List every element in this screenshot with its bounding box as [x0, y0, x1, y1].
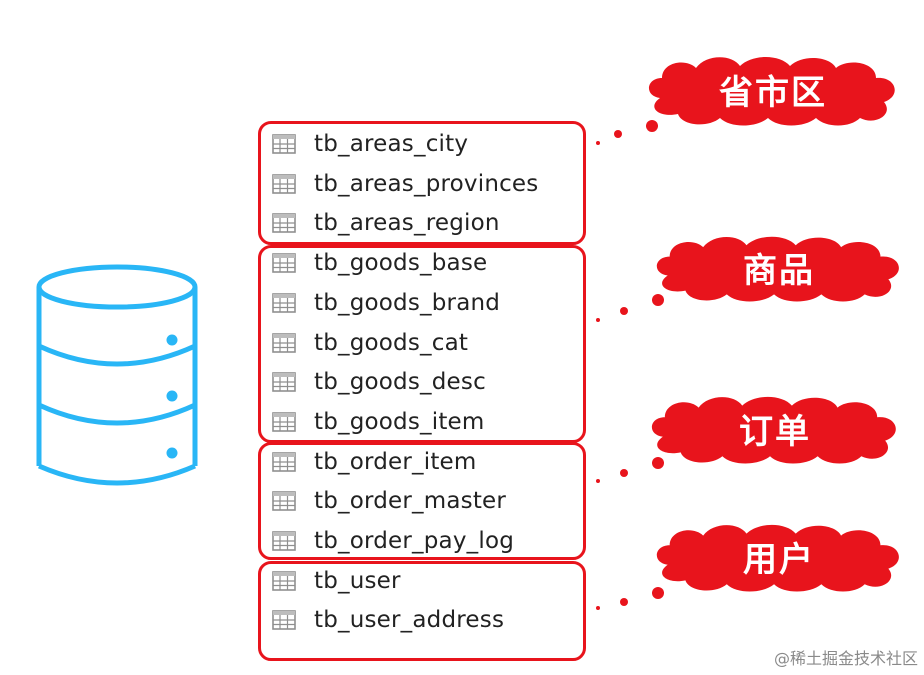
table-name: tb_user_address	[314, 607, 505, 633]
connector-dot-order-mid	[620, 469, 628, 477]
table-row: tb_goods_desc	[272, 364, 486, 400]
cloud-text-goods: 商品	[743, 250, 815, 291]
table-row: tb_goods_cat	[272, 325, 468, 361]
connector-dot-user-mid	[620, 598, 628, 606]
connector-dot-order-large	[652, 457, 664, 469]
group-box-user	[258, 561, 586, 661]
table-grid-icon	[272, 531, 296, 551]
table-grid-icon	[272, 134, 296, 154]
cloud-label-goods: 商品	[648, 232, 910, 302]
connector-dot-areas-small	[596, 141, 600, 145]
connector-dot-order-small	[596, 479, 600, 483]
table-name: tb_user	[314, 568, 401, 594]
table-grid-icon	[272, 452, 296, 472]
table-name: tb_goods_item	[314, 409, 485, 435]
table-grid-icon	[272, 213, 296, 233]
connector-dot-goods-mid	[620, 307, 628, 315]
table-name: tb_goods_desc	[314, 369, 486, 395]
table-grid-icon	[272, 372, 296, 392]
cloud-label-order: 订单	[643, 392, 907, 464]
table-row: tb_user_address	[272, 602, 504, 638]
table-row: tb_goods_base	[272, 245, 487, 281]
table-name: tb_areas_provinces	[314, 171, 539, 197]
table-row: tb_areas_provinces	[272, 166, 538, 202]
connector-dot-areas-large	[646, 120, 658, 132]
table-grid-icon	[272, 491, 296, 511]
database-icon	[30, 262, 205, 490]
table-grid-icon	[272, 412, 296, 432]
table-row: tb_goods_brand	[272, 285, 500, 321]
cloud-text-user: 用户	[743, 539, 815, 580]
group-box-areas	[258, 121, 586, 245]
table-name: tb_goods_cat	[314, 330, 469, 356]
group-box-goods	[258, 245, 586, 443]
table-name: tb_areas_city	[314, 131, 469, 157]
connector-dot-goods-large	[652, 294, 664, 306]
table-name: tb_goods_base	[314, 250, 488, 276]
table-grid-icon	[272, 571, 296, 591]
table-grid-icon	[272, 610, 296, 630]
table-grid-icon	[272, 174, 296, 194]
connector-dot-user-small	[596, 606, 600, 610]
table-grid-icon	[272, 333, 296, 353]
table-row: tb_order_item	[272, 444, 477, 480]
table-grid-icon	[272, 253, 296, 273]
cloud-text-order: 订单	[739, 411, 811, 452]
table-row: tb_areas_region	[272, 205, 500, 241]
table-grid-icon	[272, 293, 296, 313]
connector-dot-areas-mid	[614, 130, 622, 138]
table-name: tb_order_pay_log	[314, 528, 515, 554]
table-row: tb_areas_city	[272, 126, 468, 162]
table-name: tb_areas_region	[314, 210, 500, 236]
cloud-label-user: 用户	[648, 520, 910, 592]
connector-dot-user-large	[652, 587, 664, 599]
cloud-label-areas: 省市区	[640, 52, 906, 126]
table-row: tb_order_master	[272, 483, 506, 519]
table-name: tb_order_item	[314, 449, 477, 475]
table-name: tb_order_master	[314, 488, 507, 514]
watermark: @稀土掘金技术社区	[773, 649, 918, 668]
cloud-text-areas: 省市区	[719, 72, 827, 113]
table-name: tb_goods_brand	[314, 290, 501, 316]
table-row: tb_order_pay_log	[272, 523, 514, 559]
table-row: tb_goods_item	[272, 404, 485, 440]
table-row: tb_user	[272, 563, 401, 599]
connector-dot-goods-small	[596, 318, 600, 322]
group-box-order	[258, 442, 586, 560]
